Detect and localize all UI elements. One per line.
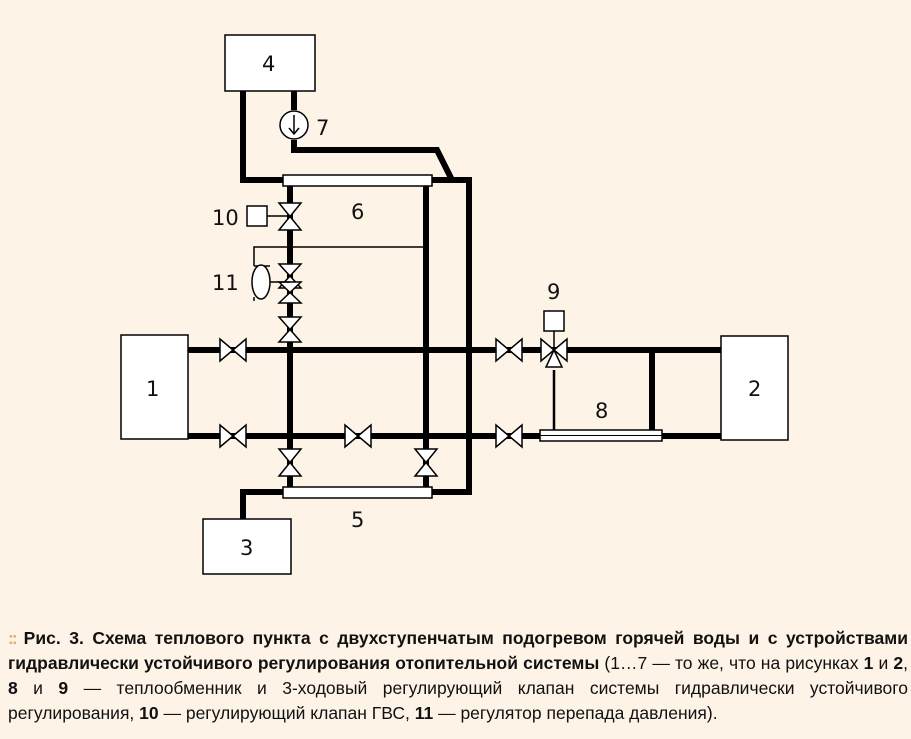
pipes <box>188 91 721 519</box>
caption-text-4: и <box>17 678 59 698</box>
unit-3-box <box>202 518 292 575</box>
valves <box>219 202 523 477</box>
label-3: 3 <box>240 536 253 560</box>
label-9: 9 <box>547 280 560 304</box>
label-1: 1 <box>146 377 159 401</box>
valve-hx5-right <box>413 448 439 477</box>
actuator-10 <box>246 205 290 227</box>
valve-return-2 <box>344 423 372 449</box>
valve-hx5-left <box>277 448 303 477</box>
caption-title: Рис. 3. Схема теплового пункта с двухсту… <box>8 628 908 673</box>
three-way-valve-9 <box>540 310 568 368</box>
heat-substation-diagram: 1 2 3 4 5 6 7 8 9 10 11 <box>120 34 789 575</box>
valve-supply-2 <box>495 337 523 363</box>
valve-riser-lower <box>277 316 303 343</box>
caption-ref-11: 11 <box>414 703 434 723</box>
unit-4-box <box>224 34 316 92</box>
valve-return-1 <box>219 423 247 449</box>
caption-ref-2: 2 <box>893 653 904 673</box>
caption-ref-10: 10 <box>139 703 159 723</box>
regulator-11-diaphragm <box>251 264 271 300</box>
valve-return-3 <box>495 423 523 449</box>
heat-exchanger-5 <box>282 486 433 499</box>
caption-text-1: (1…7 — то же, что на ри­сунках <box>599 653 864 673</box>
heat-exchanger-6 <box>282 174 433 187</box>
caption-ref-1: 1 <box>863 653 874 673</box>
unit-1-box <box>120 334 189 440</box>
caption-text-5: — теплообменник и 3-ходовый регулирующий… <box>8 678 909 723</box>
regulator-11-impulse-lines <box>253 246 426 301</box>
label-5: 5 <box>351 508 364 532</box>
pump-7 <box>279 110 309 140</box>
valve-11b <box>277 281 303 304</box>
label-6: 6 <box>351 200 364 224</box>
caption-text-6: — регулирующий клапан ГВС, <box>158 703 415 723</box>
label-10: 10 <box>212 206 239 230</box>
figure-caption: ::Рис. 3. Схема теплового пункта с двухс… <box>8 626 908 726</box>
caption-ref-9: 9 <box>58 678 69 698</box>
caption-text-7: — регулятор перепада давления). <box>433 703 718 723</box>
caption-text-3: , <box>903 653 908 673</box>
label-2: 2 <box>748 377 761 401</box>
label-8: 8 <box>595 399 608 423</box>
label-7: 7 <box>316 116 329 140</box>
caption-text-2: и <box>873 653 894 673</box>
unit-2-box <box>720 335 789 441</box>
caption-ref-8: 8 <box>8 678 18 698</box>
valve-supply-1 <box>219 337 247 363</box>
label-11: 11 <box>212 271 239 295</box>
caption-marker: :: <box>8 628 18 648</box>
label-4: 4 <box>262 52 275 76</box>
